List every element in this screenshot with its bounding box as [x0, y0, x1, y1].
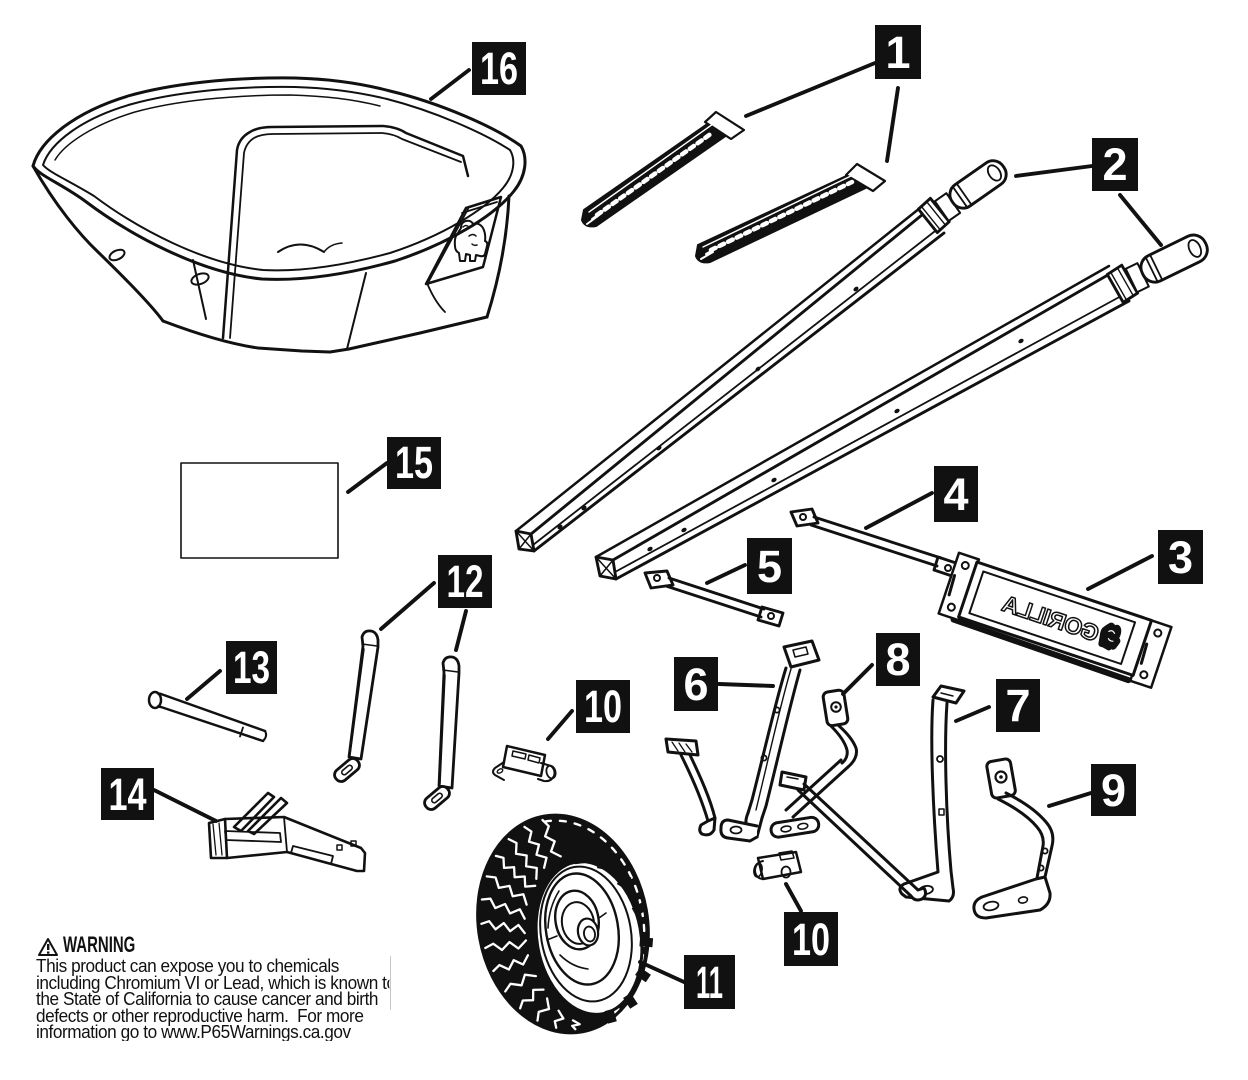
svg-text:2: 2 — [1102, 139, 1127, 190]
svg-text:13: 13 — [233, 642, 270, 693]
svg-text:1: 1 — [885, 27, 910, 78]
svg-text:16: 16 — [480, 43, 518, 94]
svg-text:5: 5 — [757, 541, 782, 592]
svg-text:11: 11 — [696, 957, 723, 1008]
svg-text:14: 14 — [109, 769, 147, 820]
svg-text:15: 15 — [395, 437, 433, 488]
svg-text:12: 12 — [447, 556, 484, 607]
svg-text:7: 7 — [1005, 680, 1030, 731]
svg-text:6: 6 — [683, 659, 708, 710]
svg-text:8: 8 — [885, 634, 910, 685]
svg-text:4: 4 — [943, 469, 968, 520]
svg-text:3: 3 — [1168, 532, 1193, 583]
svg-text:10: 10 — [792, 914, 830, 965]
svg-text:9: 9 — [1101, 765, 1126, 816]
svg-text:10: 10 — [584, 681, 622, 732]
